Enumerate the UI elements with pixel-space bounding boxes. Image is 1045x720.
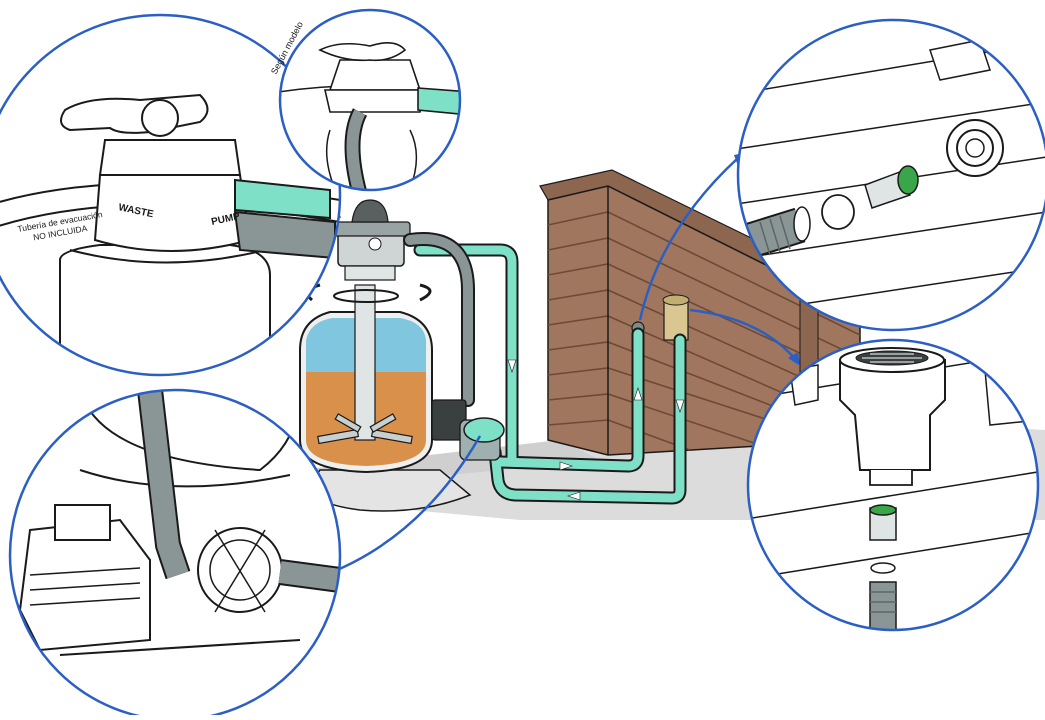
- callout-pump-closeup: [8, 388, 342, 720]
- callout-return-inlet: [736, 18, 1045, 332]
- arrow-right-icon: [559, 461, 573, 471]
- arrow-left-icon: [567, 491, 581, 501]
- arrow-down-icon: [675, 399, 685, 413]
- skimmer-box: [662, 294, 690, 341]
- pump: [431, 399, 505, 461]
- callout-valve-closeup: WASTE PUMP Tubería de evacuación NO INCL…: [0, 13, 342, 377]
- teal-pipes: [413, 243, 687, 505]
- callout-alternate-valve: Según modelo: [269, 8, 462, 192]
- gray-hose: [403, 232, 475, 407]
- callout-skimmer: [746, 338, 1040, 632]
- sand-filter: [299, 199, 472, 512]
- arrow-down-icon: [507, 359, 517, 373]
- arrow-up-icon: [633, 387, 643, 401]
